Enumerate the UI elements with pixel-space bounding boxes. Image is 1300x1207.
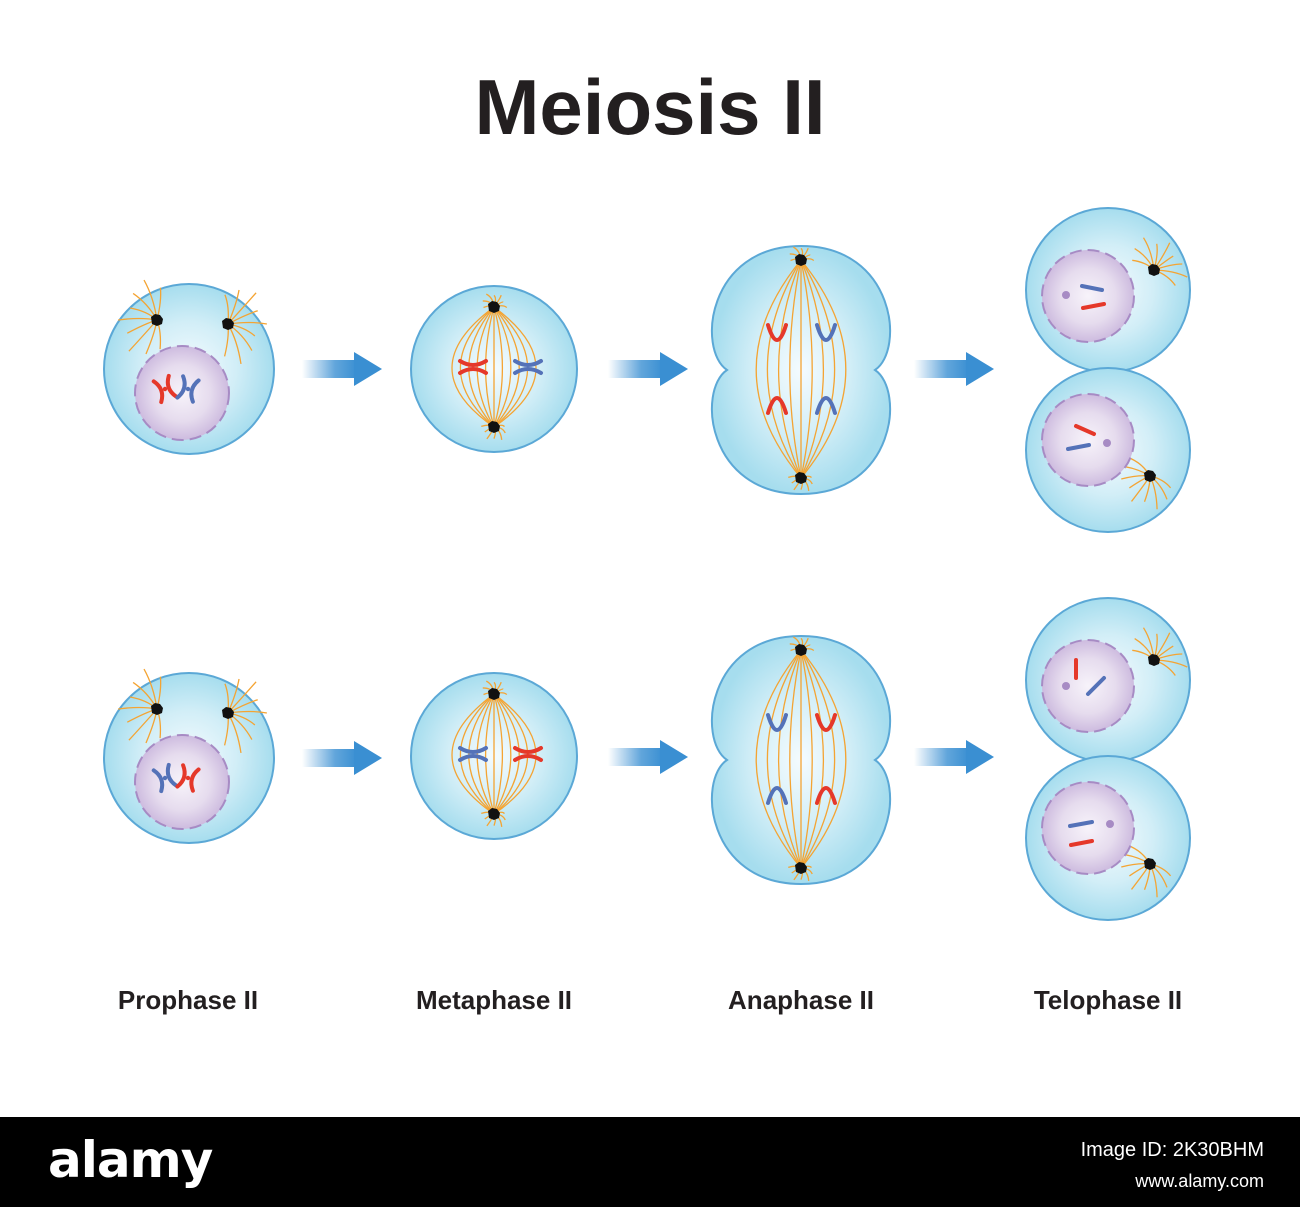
arrow-icon — [608, 352, 688, 386]
arrow-icon — [302, 741, 382, 775]
centrosome — [488, 421, 500, 433]
chromosome — [1068, 820, 1094, 828]
nucleolus — [1062, 291, 1070, 299]
centrosome — [488, 301, 500, 313]
chromosome — [175, 763, 201, 793]
chromosome — [151, 762, 179, 794]
site-url: www.alamy.com — [1135, 1171, 1264, 1191]
chromosome — [815, 396, 837, 415]
nuclear-envelope — [1041, 393, 1135, 487]
chromosome — [766, 786, 788, 805]
chromosome — [513, 359, 543, 375]
watermark-footer: alamy Image ID: 2K30BHM www.alamy.com — [0, 1117, 1300, 1207]
chromosome — [1086, 676, 1106, 696]
diagram-title: Meiosis II — [474, 63, 826, 151]
centrosome — [1144, 470, 1156, 482]
metaphase-cell — [410, 285, 578, 453]
stage-label-prophase: Prophase II — [117, 985, 259, 1015]
spindle — [451, 306, 537, 428]
centrosome — [222, 707, 234, 719]
brand-logo: alamy — [48, 1131, 213, 1189]
spindle — [755, 259, 847, 479]
centrosome — [795, 644, 807, 656]
chromosome — [766, 713, 788, 732]
centrosome — [151, 703, 163, 715]
stage-label-telophase: Telophase II — [1033, 985, 1183, 1015]
chromosome — [766, 323, 788, 342]
centrosome — [795, 472, 807, 484]
centrosome — [488, 808, 500, 820]
chromosome — [815, 713, 837, 732]
chromosome — [151, 373, 179, 405]
image-id: Image ID: 2K30BHM — [1080, 1139, 1264, 1161]
chromosome — [1066, 443, 1091, 451]
telophase-cells — [1025, 207, 1191, 533]
chromosome — [513, 746, 543, 762]
arrow-icon — [914, 740, 994, 774]
nucleolus — [1106, 820, 1114, 828]
telophase-cells — [1025, 597, 1191, 921]
nuclear-envelope — [1041, 781, 1135, 875]
nucleolus — [1103, 439, 1111, 447]
centrosome — [488, 688, 500, 700]
centrosome — [795, 254, 807, 266]
centrosome — [795, 862, 807, 874]
chromosome — [815, 323, 837, 342]
chromosome — [815, 786, 837, 805]
spindle — [755, 649, 847, 869]
stage-label-anaphase: Anaphase II — [728, 985, 874, 1015]
prophase-cell — [103, 279, 275, 455]
chromosome — [458, 746, 488, 762]
centrosome — [1144, 858, 1156, 870]
anaphase-cell — [710, 634, 892, 886]
nuclear-envelope — [1041, 639, 1135, 733]
chromosome — [1074, 424, 1096, 436]
chromosome — [1081, 302, 1106, 310]
chromosome — [1080, 284, 1104, 292]
centrosome — [1148, 654, 1160, 666]
centrosome — [151, 314, 163, 326]
arrow-icon — [914, 352, 994, 386]
chromosome — [766, 396, 788, 415]
centrosome — [222, 318, 234, 330]
arrow-icon — [608, 740, 688, 774]
anaphase-cell — [710, 244, 892, 496]
nuclear-envelope — [1041, 249, 1135, 343]
chromosome — [1069, 839, 1094, 847]
nucleolus — [1062, 682, 1070, 690]
meiosis-diagram — [103, 207, 1191, 921]
stage-label-metaphase: Metaphase II — [415, 985, 573, 1015]
chromosome — [175, 374, 201, 404]
centrosome — [1148, 264, 1160, 276]
prophase-cell — [103, 668, 275, 844]
arrow-icon — [302, 352, 382, 386]
chromosome — [458, 359, 488, 375]
metaphase-cell — [410, 672, 578, 840]
